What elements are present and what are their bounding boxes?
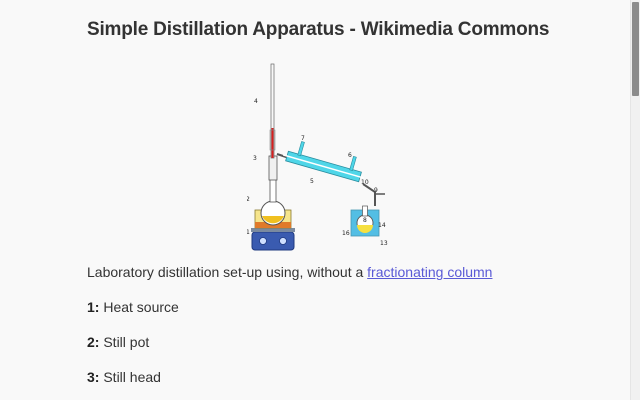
- legend-item-still-head: 3: Still head: [87, 369, 161, 385]
- label-16: 16: [342, 230, 350, 237]
- label-4: 4: [254, 98, 258, 105]
- label-9: 9: [374, 187, 378, 194]
- legend-number: 1:: [87, 299, 100, 315]
- legend-number: 3:: [87, 369, 100, 385]
- label-5: 5: [310, 178, 314, 185]
- page-title: Simple Distillation Apparatus - Wikimedi…: [87, 19, 550, 40]
- heat-source: [251, 231, 295, 251]
- distillation-apparatus-diagram: 1 2 3 4 5 6 7 8 9 10 13 14 16: [246, 63, 388, 251]
- fractionating-column-link[interactable]: fractionating column: [367, 264, 493, 280]
- label-13: 13: [380, 240, 388, 247]
- legend-item-still-pot: 2: Still pot: [87, 334, 149, 350]
- label-7: 7: [301, 135, 305, 142]
- caption-text: Laboratory distillation set-up using, wi…: [87, 264, 368, 280]
- legend-item-heat-source: 1: Heat source: [87, 299, 179, 315]
- label-10: 10: [361, 179, 369, 186]
- label-2: 2: [247, 196, 250, 203]
- label-1: 1: [247, 229, 250, 236]
- label-14: 14: [378, 222, 386, 229]
- legend-text: Heat source: [99, 299, 179, 315]
- legend-text: Still head: [99, 369, 161, 385]
- vertical-scrollbar[interactable]: [630, 0, 640, 400]
- legend-text: Still pot: [99, 334, 150, 350]
- scrollbar-thumb[interactable]: [632, 2, 639, 96]
- label-3: 3: [253, 155, 257, 162]
- legend-number: 2:: [87, 334, 100, 350]
- distillation-figure[interactable]: 1 2 3 4 5 6 7 8 9 10 13 14 16: [246, 60, 487, 256]
- label-8: 8: [363, 217, 367, 224]
- label-6: 6: [348, 152, 352, 159]
- figure-caption: Laboratory distillation set-up using, wi…: [87, 264, 492, 280]
